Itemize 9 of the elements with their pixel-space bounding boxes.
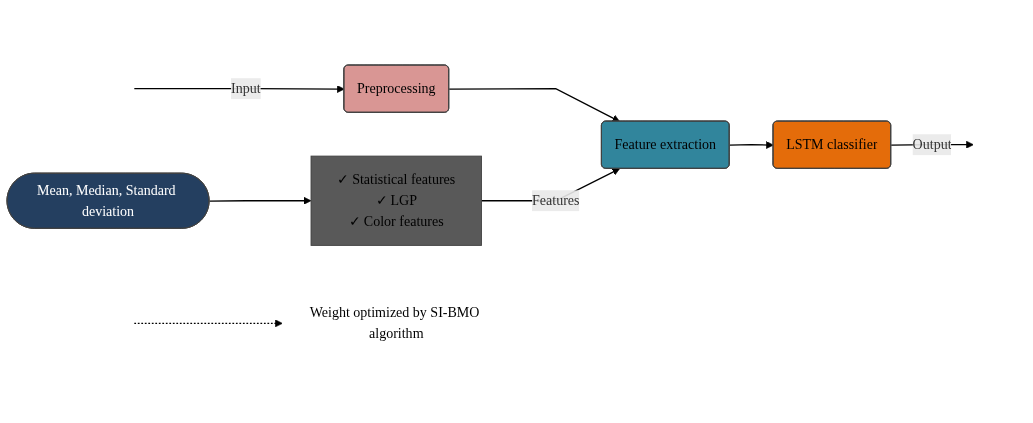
edge-label: Features: [532, 193, 580, 208]
edge-label: Input: [230, 81, 261, 96]
arrow: [729, 141, 774, 150]
arrow: [208, 197, 312, 205]
arrow: [133, 319, 283, 328]
arrow: [448, 88, 620, 123]
edge-label: Output: [912, 137, 952, 152]
node-box: ✓ Statistical features ✓ LGP ✓ Color features: [310, 155, 482, 247]
node-text: Weight optimized by SI-BMO algorithm: [309, 305, 480, 342]
